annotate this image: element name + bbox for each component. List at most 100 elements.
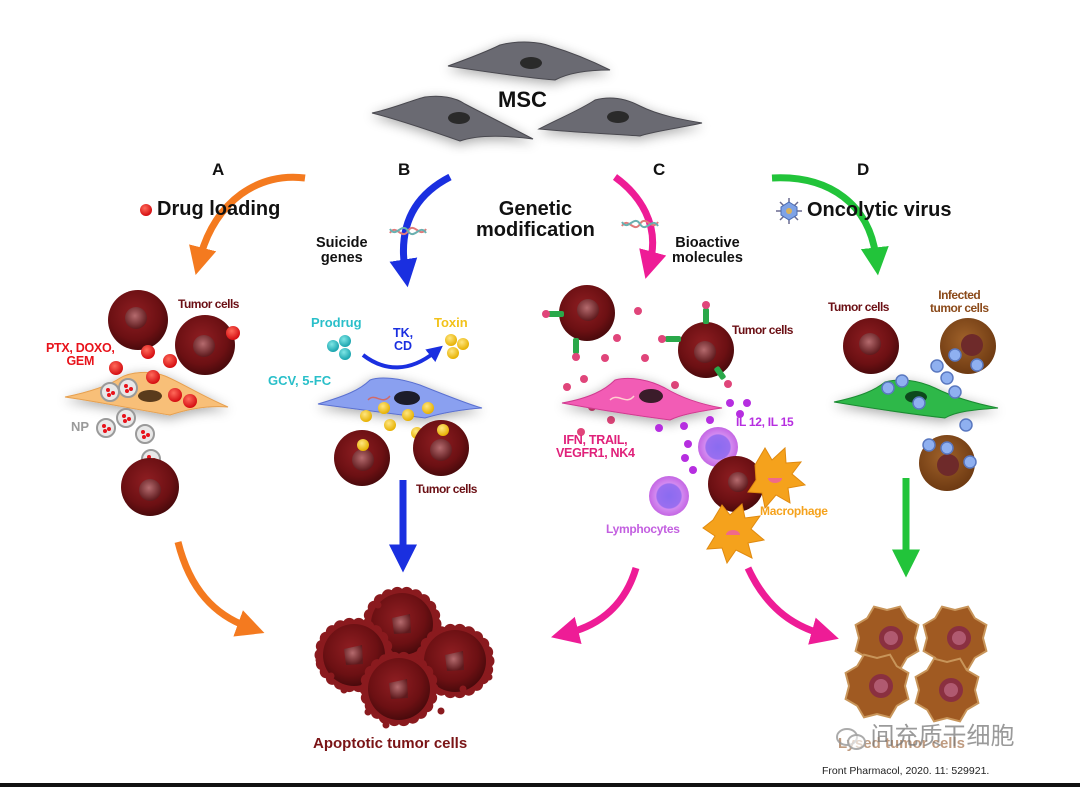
genetic-modification-label: Genetic modification xyxy=(476,199,595,241)
panel-c-lymphocyte xyxy=(649,476,689,516)
dna-icon xyxy=(389,226,427,236)
panel-a-tumor-cell xyxy=(121,458,179,516)
drug-dot-icon xyxy=(140,204,152,216)
panel-c-interleukin-particles xyxy=(655,399,751,474)
arrow-c-to-apoptosis xyxy=(551,566,640,645)
suicide-genes-line: genes xyxy=(320,250,363,267)
interleukins-label: IL 12, IL 15 xyxy=(736,415,794,429)
lysed-tumor-cell xyxy=(922,605,988,671)
oncolytic-virus-label: Oncolytic virus xyxy=(807,199,952,221)
cytokines-label: IFN, TRAIL, VEGFR1, NK4 xyxy=(556,433,635,461)
route-letter-d: D xyxy=(857,160,870,179)
virus-particle xyxy=(922,438,936,452)
infected-line: Infected xyxy=(938,288,981,302)
bioactive-molecules-label: Bioactive molecules xyxy=(672,235,743,267)
lysed-tumor-cell xyxy=(844,653,910,719)
panel-b-prodrug-particles xyxy=(327,335,351,360)
route-letter-c: C xyxy=(653,160,666,179)
apoptotic-tumor-cells-cluster xyxy=(314,586,495,729)
panel-c-msc-cell xyxy=(561,377,723,421)
panel-c-macrophage xyxy=(747,446,807,510)
panel-a-tumor-cells-label: Tumor cells xyxy=(178,297,239,311)
panel-c-tumor-cell xyxy=(678,322,734,378)
msc-cell xyxy=(447,41,611,81)
virus-particle xyxy=(959,418,973,432)
virus-particle xyxy=(963,455,977,469)
bioactive-molecules-line: molecules xyxy=(672,250,743,267)
panel-d-tumor-cells-label: Tumor cells xyxy=(828,300,889,314)
arrow-route-d xyxy=(771,174,889,276)
panel-d-infected-tumor-cell xyxy=(940,318,996,374)
panel-a-drug-names: PTX, DOXO, GEM xyxy=(46,341,115,369)
arrow-route-a xyxy=(189,173,306,275)
panel-b-tumor-cell xyxy=(334,430,390,486)
panel-c-cytokine-particles xyxy=(563,307,679,436)
panel-c-tumor-cell xyxy=(559,285,615,341)
panel-c-macrophage xyxy=(702,503,766,565)
msc-cell xyxy=(371,95,534,142)
virus-particle xyxy=(948,348,962,362)
genetic-modification-line: Genetic xyxy=(498,198,573,220)
msc-cell-group xyxy=(371,41,703,142)
panel-d-virus-particles xyxy=(881,348,984,469)
apoptotic-body xyxy=(374,601,382,609)
cytokines-line: VEGFR1, NK4 xyxy=(556,446,635,461)
route-letter-b: B xyxy=(398,160,411,179)
cytokines-line: IFN, TRAIL, xyxy=(563,433,628,447)
suicide-genes-label: Suicide genes xyxy=(316,235,368,267)
panel-b-toxin-particles xyxy=(360,402,434,439)
virus-particle xyxy=(930,359,944,373)
arrow-c-to-lysis xyxy=(744,566,839,645)
drug-names-line: GEM xyxy=(66,354,95,369)
arrow-route-b xyxy=(389,173,452,288)
virus-particle xyxy=(881,381,895,395)
infected-line: tumor cells xyxy=(930,300,989,315)
wechat-icon xyxy=(836,726,866,750)
lysed-tumor-cells-cluster xyxy=(844,605,988,723)
genetic-modification-line: modification xyxy=(476,219,595,241)
dna-icon xyxy=(621,219,659,229)
virus-particle xyxy=(940,371,954,385)
infected-tumor-cells-label: Infected tumor cells xyxy=(930,289,989,314)
virus-icon xyxy=(776,198,802,224)
route-letter-a: A xyxy=(212,160,225,179)
lysed-tumor-cell xyxy=(854,605,920,671)
panel-a-drug-particles xyxy=(109,326,240,408)
panel-b-toxin-particles xyxy=(445,334,469,359)
macrophage-label: Macrophage xyxy=(760,504,828,518)
arrow-a-to-apoptosis xyxy=(174,541,265,637)
arrow-route-c xyxy=(612,174,667,279)
panel-d-tumor-cell xyxy=(843,318,899,374)
panel-b-tumor-cell xyxy=(413,420,469,476)
toxin-label: Toxin xyxy=(434,315,468,330)
panel-c-lymphocyte xyxy=(698,427,738,467)
suicide-genes-line: Suicide xyxy=(316,235,368,251)
prodrug-examples-label: GCV, 5-FC xyxy=(268,373,332,388)
virus-particle xyxy=(970,358,984,372)
bottom-rule xyxy=(0,783,1080,787)
panel-b-tumor-cells-label: Tumor cells xyxy=(416,482,477,496)
bioactive-molecules-line: Bioactive xyxy=(675,235,740,251)
panel-a-tumor-cell xyxy=(175,315,235,375)
apoptotic-body xyxy=(364,708,372,716)
apoptotic-body xyxy=(459,685,467,693)
virus-particle xyxy=(895,374,909,388)
apoptotic-body xyxy=(340,686,348,694)
enzyme-line: CD xyxy=(394,339,413,354)
msc-title: MSC xyxy=(498,87,547,112)
panel-c-receptors xyxy=(542,301,732,388)
panel-c-tumor-cell xyxy=(708,456,764,512)
watermark: 间充质干细胞 xyxy=(836,722,1015,750)
virus-particle xyxy=(940,441,954,455)
apoptotic-body xyxy=(382,721,390,729)
drug-loading-label: Drug loading xyxy=(157,198,281,220)
drug-names-line: PTX, DOXO, xyxy=(46,341,115,355)
apoptotic-body xyxy=(485,673,493,681)
citation: Front Pharmacol, 2020. 11: 529921. xyxy=(822,765,990,777)
enzyme-line: TK, xyxy=(393,326,414,340)
watermark-text: 间充质干细胞 xyxy=(870,722,1015,750)
apoptotic-body xyxy=(315,656,323,664)
lysed-tumor-cell xyxy=(914,657,980,723)
